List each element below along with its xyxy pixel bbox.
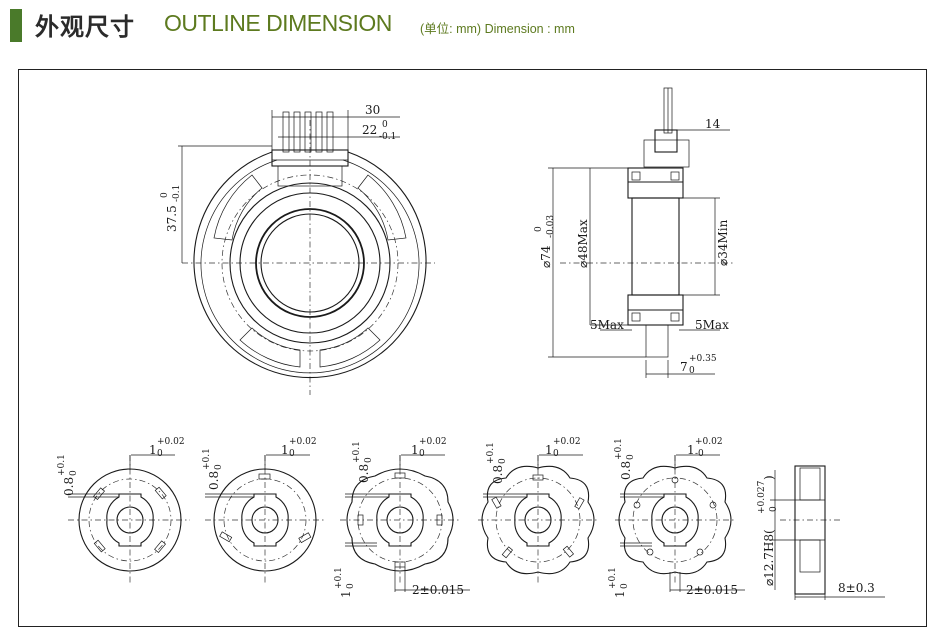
dim-74: ⌀74 (539, 245, 553, 268)
dim-7: 7 (680, 360, 688, 374)
rotor5-dim-top-tol-lower: -0 (695, 449, 704, 459)
rotor2-dim-top-tol-lower: 0 (289, 449, 295, 459)
dim-74-tol-lower: -0.03 (546, 215, 556, 238)
rotor1-dim-top-tol-lower: 0 (157, 449, 163, 459)
rotor1-dim-top-tol-upper: +0.02 (157, 437, 185, 447)
rotor4-dim-side: 0.8 (491, 465, 505, 484)
rotor-view-5: 1 +0.02 -0 0.8 +0.1 0 1 +0.1 0 2±0.015 (608, 437, 745, 598)
rotor3-dim-top-tol-upper: +0.02 (419, 437, 447, 447)
rotor3-dim-side-tol-lower: 0 (364, 457, 374, 463)
rotor4-dim-side-tol-upper: +0.1 (486, 442, 496, 464)
dim-bore: ⌀12.7H8( (762, 529, 776, 586)
rotor4-dim-top-tol-lower: 0 (553, 449, 559, 459)
header-accent-bar (10, 9, 22, 42)
rotor3-dim-top: 1 (411, 443, 419, 457)
rotor3-dim-top-tol-lower: 0 (419, 449, 425, 459)
rotor2-dim-top-tol-upper: +0.02 (289, 437, 317, 447)
dim-37-5-tol-upper: 0 (160, 192, 170, 198)
rotor4-dim-top: 1 (545, 443, 553, 457)
side-view: 14 ⌀74 0 -0.03 ⌀48Max ⌀34Min 5Max 5Max 7… (534, 87, 735, 378)
dim-22-tol-upper: 0 (382, 120, 388, 130)
rotor2-dim-side-tol-lower: 0 (214, 464, 224, 470)
rotor1-dim-side-tol-lower: 0 (69, 470, 79, 476)
section-view: ⌀12.7H8( +0.027 0 ) 8±0.3 (757, 465, 885, 600)
dim-37-5-tol-lower: -0.1 (172, 185, 182, 202)
rotor-view-3: 1 +0.02 0 0.8 +0.1 0 1 +0.1 0 2±0.015 (334, 437, 470, 598)
rotor1-dim-top: 1 (149, 443, 157, 457)
rotor5-dim-top-tol-upper: +0.02 (695, 437, 723, 447)
rotor5-dim-bottom-left-tol-upper: +0.1 (608, 567, 618, 589)
title-english: OUTLINE DIMENSION (164, 10, 392, 36)
title-chinese: 外观尺寸 (35, 13, 135, 41)
rotor1-dim-side: 0.8 (62, 477, 76, 496)
dim-30: 30 (365, 103, 380, 117)
page-header: 外观尺寸 OUTLINE DIMENSION (单位: mm) Dimensio… (0, 0, 939, 50)
rotor4-dim-side-tol-lower: 0 (498, 458, 508, 464)
dim-bore-tol-upper: +0.027 (757, 480, 767, 514)
rotor5-dim-bottom: 2±0.015 (686, 583, 738, 597)
dim-5max-right: 5Max (695, 318, 729, 332)
drawing-frame (18, 69, 927, 627)
rotor3-dim-side: 0.8 (357, 464, 371, 483)
dim-37-5: 37.5 (165, 205, 179, 232)
rotor2-dim-side: 0.8 (207, 471, 221, 490)
dim-22: 22 (362, 123, 377, 137)
rotor3-dim-bottom: 2±0.015 (412, 583, 464, 597)
dim-22-tol-lower: -0.1 (379, 132, 396, 142)
rotor1-dim-side-tol-upper: +0.1 (57, 454, 67, 476)
rotor5-dim-side-tol-lower: 0 (626, 454, 636, 460)
dim-bore-close: ) (762, 475, 776, 480)
rotor5-dim-top: 1 (687, 443, 695, 457)
rotor5-dim-bottom-left: 1 (613, 590, 627, 598)
dim-74-tol-upper: 0 (534, 226, 544, 232)
dim-7-tol-upper: +0.35 (689, 354, 717, 364)
rotor5-dim-side-tol-upper: +0.1 (614, 438, 624, 460)
dim-48max: ⌀48Max (576, 219, 590, 268)
dim-7-tol-lower: 0 (689, 366, 695, 376)
dim-34min: ⌀34Min (716, 219, 730, 266)
rotor5-dim-side: 0.8 (619, 461, 633, 480)
rotor5-dim-bottom-left-tol-lower: 0 (620, 583, 630, 589)
rotor3-dim-bottom-left: 1 (339, 590, 353, 598)
dim-bore-tol-lower: 0 (769, 506, 779, 512)
rotor2-dim-top: 1 (281, 443, 289, 457)
dim-5max-left: 5Max (590, 318, 624, 332)
rotor3-dim-side-tol-upper: +0.1 (352, 441, 362, 463)
rotor4-dim-top-tol-upper: +0.02 (553, 437, 581, 447)
dim-section-width: 8±0.3 (838, 581, 875, 595)
rotor2-dim-side-tol-upper: +0.1 (202, 448, 212, 470)
rotor-view-4: 1 +0.02 0 0.8 +0.1 0 (478, 437, 598, 585)
front-view: 30 22 0 -0.1 37.5 0 -0.1 (160, 103, 435, 395)
rotor-view-1: 1 +0.02 0 0.8 +0.1 0 (57, 437, 190, 585)
unit-note: (单位: mm) Dimension : mm (420, 22, 575, 36)
rotor3-dim-bottom-left-tol-lower: 0 (346, 583, 356, 589)
dim-14: 14 (705, 117, 721, 131)
rotor3-dim-bottom-left-tol-upper: +0.1 (334, 567, 344, 589)
rotor-view-2: 1 +0.02 0 0.8 +0.1 0 (202, 437, 325, 585)
